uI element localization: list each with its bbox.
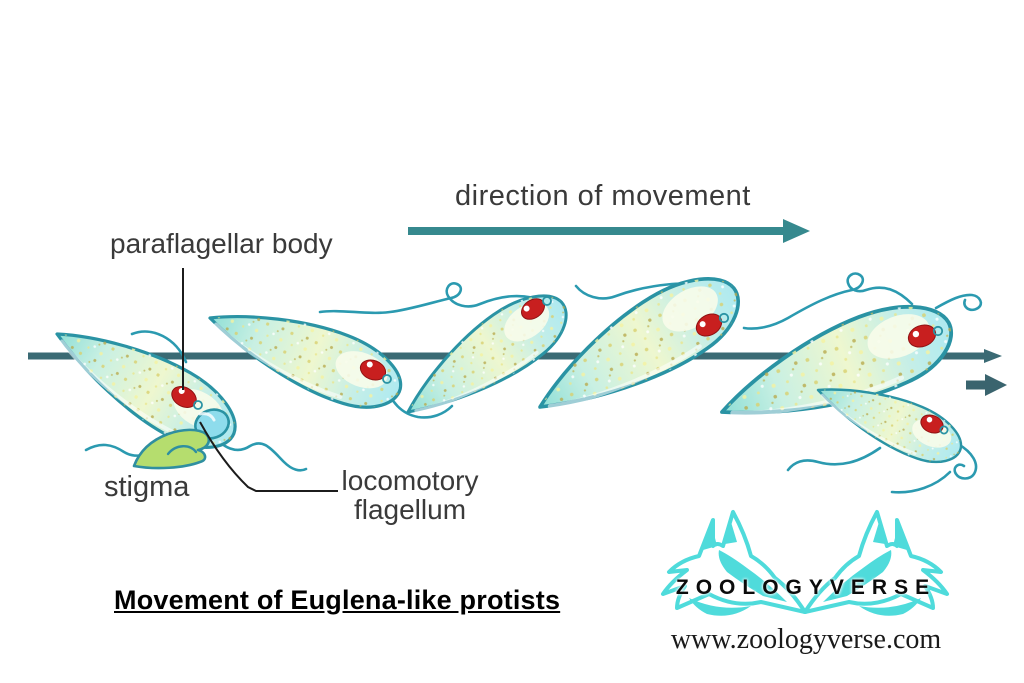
- leader-lines: [182, 268, 338, 492]
- movement-tip-arrow-icon: [966, 374, 1007, 396]
- euglena-cell-4: [521, 258, 754, 438]
- locomotory-flagellum-label-line1: locomotory: [341, 465, 479, 496]
- stigma-label: stigma: [104, 471, 190, 503]
- paraflagellar-body-label: paraflagellar body: [110, 228, 333, 259]
- locomotory-flagellum-label: locomotory flagellum: [330, 466, 490, 525]
- eyespots: [171, 296, 949, 435]
- locomotory-flagellum-label-line2: flagellum: [353, 494, 467, 526]
- website-url: www.zoologyverse.com: [670, 624, 942, 655]
- zoologyverse-logo-text: ZOOLOGYVERSE: [675, 576, 937, 599]
- direction-of-movement-label: direction of movement: [455, 180, 751, 212]
- figure-title: Movement of Euglena-like protists: [114, 585, 561, 615]
- direction-arrow-icon: [408, 219, 810, 243]
- stigma-shape: [132, 428, 211, 470]
- twin-wolf-heads-icon: [661, 510, 949, 618]
